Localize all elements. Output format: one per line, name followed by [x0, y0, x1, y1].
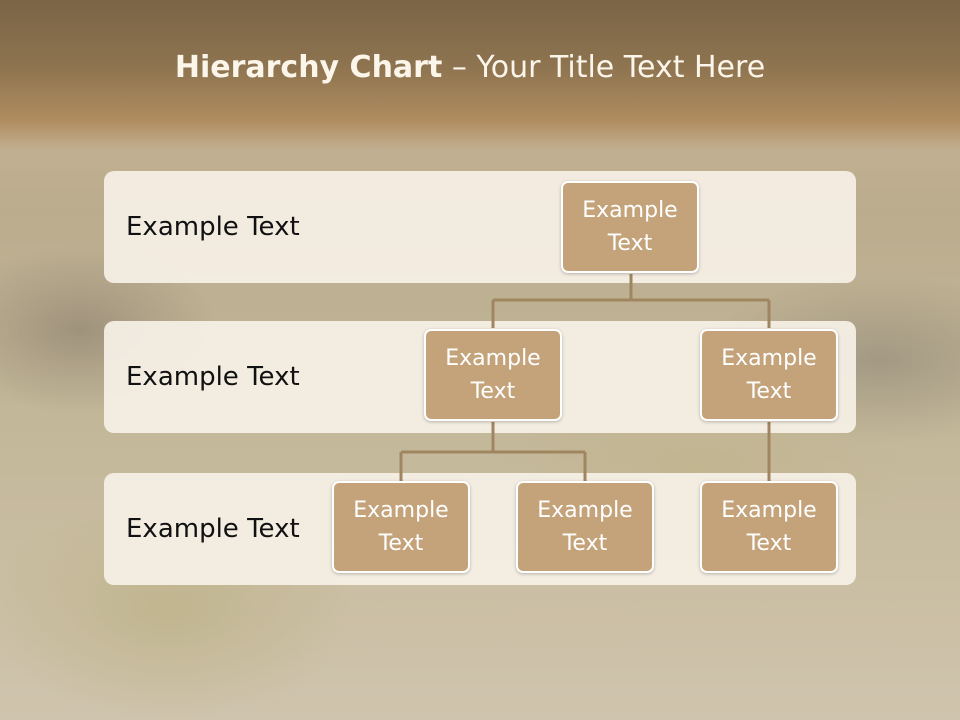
level-band-1: Example Text [104, 171, 856, 283]
level-label-2: Example Text [126, 362, 300, 392]
node-root-line1: Example [582, 198, 678, 223]
node-level3-a-line1: Example [353, 498, 449, 523]
level-label-1: Example Text [126, 212, 300, 242]
node-level2-right-line2: Text [746, 379, 792, 404]
title-rest: – Your Title Text Here [442, 50, 766, 85]
title-banner [0, 0, 960, 150]
level-label-3: Example Text [126, 514, 300, 544]
node-level3-b-line2: Text [562, 531, 608, 556]
node-root-line2: Text [607, 231, 653, 256]
node-level3-b-line1: Example [537, 498, 633, 523]
node-level3-a-line2: Text [378, 531, 424, 556]
node-level3-c-line2: Text [746, 531, 792, 556]
node-level2-left-line2: Text [470, 379, 516, 404]
node-level3-c-line1: Example [721, 498, 817, 523]
title-bold: Hierarchy Chart [174, 50, 443, 85]
node-level2-left-line1: Example [445, 346, 541, 371]
node-level2-right-line1: Example [721, 346, 817, 371]
slide-title: Hierarchy Chart – Your Title Text Here [0, 50, 940, 85]
